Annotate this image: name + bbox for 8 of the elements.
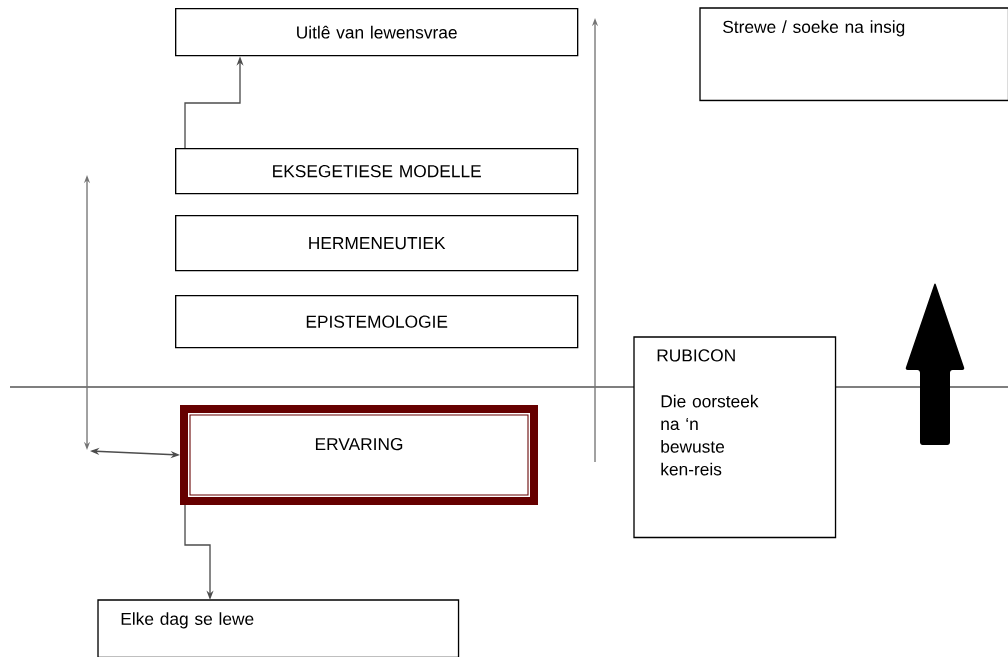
rubicon-box: RUBICON Die oorsteek na ‘n bewuste ken-reis (633, 336, 837, 539)
experience-box: ERVARING (180, 405, 538, 505)
layer-box: HERMENEUTIEK (175, 215, 579, 272)
note-box: Strewe / soeke na insig (699, 7, 1008, 102)
label-box: Uitlê van lewensvrae (175, 8, 579, 57)
layer-box: EKSEGETIESE MODELLE (175, 148, 579, 195)
note-box: Elke dag se lewe (97, 599, 460, 657)
layer-box: EPISTEMOLOGIE (175, 295, 579, 349)
